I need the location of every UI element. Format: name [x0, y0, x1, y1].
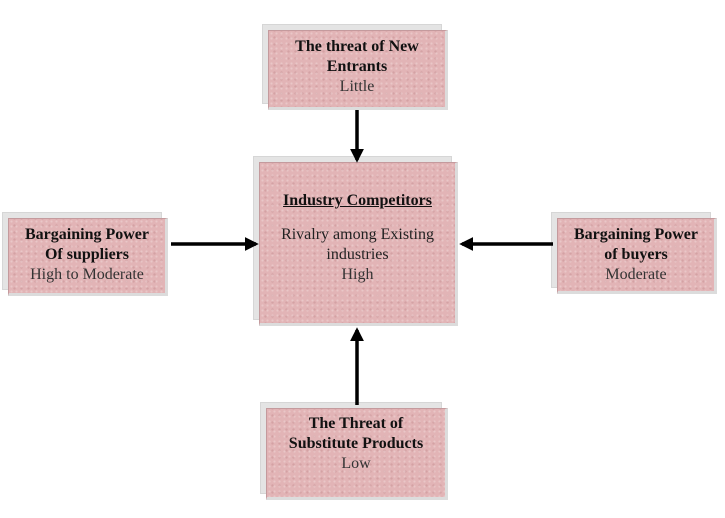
new-entrants-rating: Little [339, 78, 375, 95]
new-entrants-box: The threat of New Entrants Little [268, 30, 448, 110]
buyers-rating: Moderate [605, 266, 667, 283]
industry-competitors-title: Industry Competitors [283, 192, 432, 209]
suppliers-box: Bargaining Power Of suppliers High to Mo… [8, 218, 168, 296]
substitutes-title-line2: Substitute Products [288, 435, 424, 452]
industry-competitors-desc-line1: Rivalry among Existing [281, 226, 434, 243]
industry-competitors-box: Industry Competitors Rivalry among Exist… [259, 162, 458, 326]
new-entrants-title-line2: Entrants [326, 58, 388, 75]
suppliers-title-line2: Of suppliers [44, 246, 129, 263]
new-entrants-title-line1: The threat of New [295, 38, 419, 55]
suppliers-title-line1: Bargaining Power [25, 226, 149, 243]
buyers-title-line2: of buyers [604, 246, 668, 263]
buyers-title-line1: Bargaining Power [574, 226, 698, 243]
industry-competitors-rating: High [341, 266, 374, 283]
substitutes-rating: Low [341, 455, 371, 472]
industry-competitors-desc-line2: industries [326, 246, 389, 263]
suppliers-rating: High to Moderate [30, 266, 144, 283]
substitutes-title-line1: The Threat of [308, 415, 404, 432]
substitutes-box: The Threat of Substitute Products Low [266, 408, 448, 500]
buyers-box: Bargaining Power of buyers Moderate [557, 218, 717, 294]
